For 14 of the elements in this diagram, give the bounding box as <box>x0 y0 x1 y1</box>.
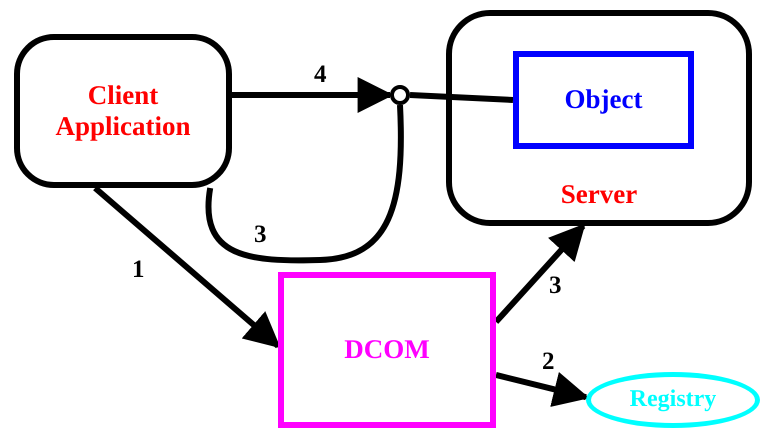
junction-circle <box>390 85 410 105</box>
dcom-box <box>278 272 496 428</box>
process-box <box>14 34 232 188</box>
arrow <box>494 223 586 324</box>
object-box <box>513 51 694 149</box>
node-label: DCOM <box>344 334 430 366</box>
node-label: Server <box>560 178 638 210</box>
node-label: Registry <box>630 386 716 414</box>
node-label: Client Application <box>54 80 192 142</box>
arrow <box>495 372 590 407</box>
registry-ellipse <box>586 372 760 428</box>
arrow <box>93 186 281 348</box>
server-box <box>446 10 752 226</box>
node-label: Object <box>564 84 642 116</box>
